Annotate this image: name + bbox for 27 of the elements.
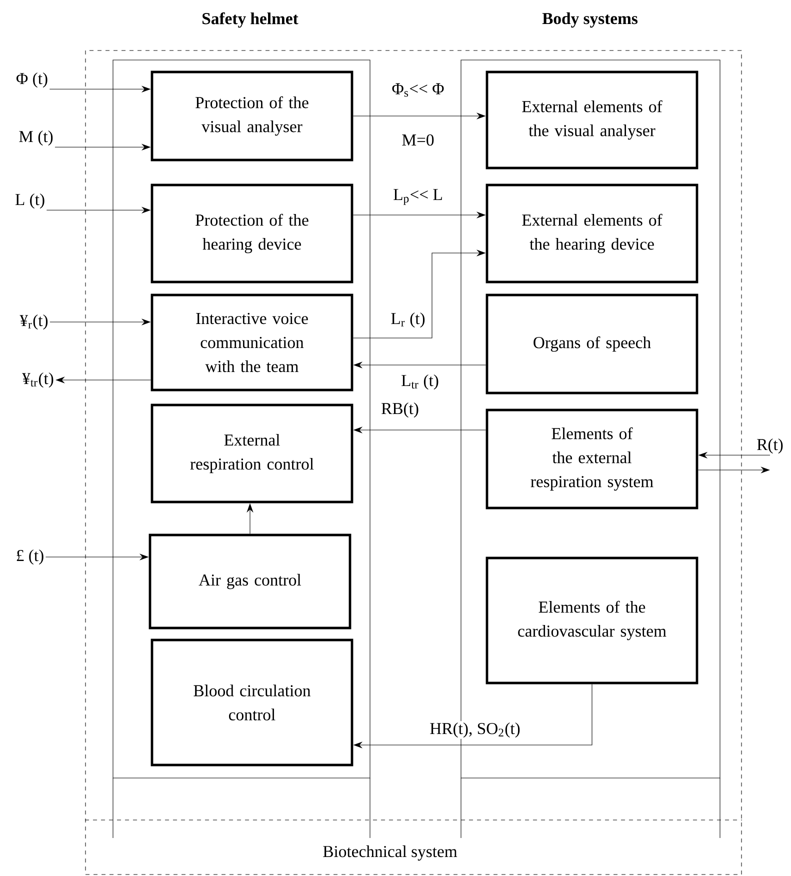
- block-box: External respiration control: [150, 404, 354, 504]
- block-box: Organs of speech: [486, 294, 698, 394]
- signal-label: ¥$_{tr}$(t): [22, 372, 54, 388]
- block-box: External elements of the visual analyser: [486, 70, 698, 170]
- block-box: Interactive voice communication with the team: [150, 294, 354, 392]
- block-box: External elements of the hearing device: [486, 184, 698, 284]
- edge-label: Φ$_{s}$<< Φ: [390, 82, 446, 98]
- block-box: Air gas control: [148, 534, 352, 630]
- block-box: Elements of the external respiration system: [486, 408, 698, 510]
- block-box: Protection of the hearing device: [150, 184, 354, 284]
- signal-label: M (t): [19, 130, 53, 146]
- edge-label: L$_{p}$<< L: [392, 188, 444, 206]
- signal-label: R(t): [757, 438, 783, 454]
- note-label: M=0: [402, 134, 434, 146]
- signal-label: ¥$_{r}$(t): [20, 314, 48, 330]
- signal-label: L (t): [15, 193, 44, 209]
- block-box: Protection of the visual analyser: [150, 70, 354, 162]
- block-box: Elements of the cardiovascular system: [486, 556, 698, 684]
- signal-label: £ (t): [16, 549, 44, 565]
- edge-label: L$_{r}$ (t): [389, 311, 427, 329]
- node-label: Safety helmet: [202, 12, 298, 28]
- edge-label: L$_{tr}$ (t): [400, 373, 440, 391]
- signal-label: Φ (t): [16, 72, 48, 88]
- node-label: Body systems: [542, 12, 638, 28]
- edge-label: HR(t), SO$_{2}$(t): [428, 721, 522, 739]
- block-box: Blood circulation control: [150, 638, 354, 766]
- edge-label: RB(t): [380, 401, 420, 419]
